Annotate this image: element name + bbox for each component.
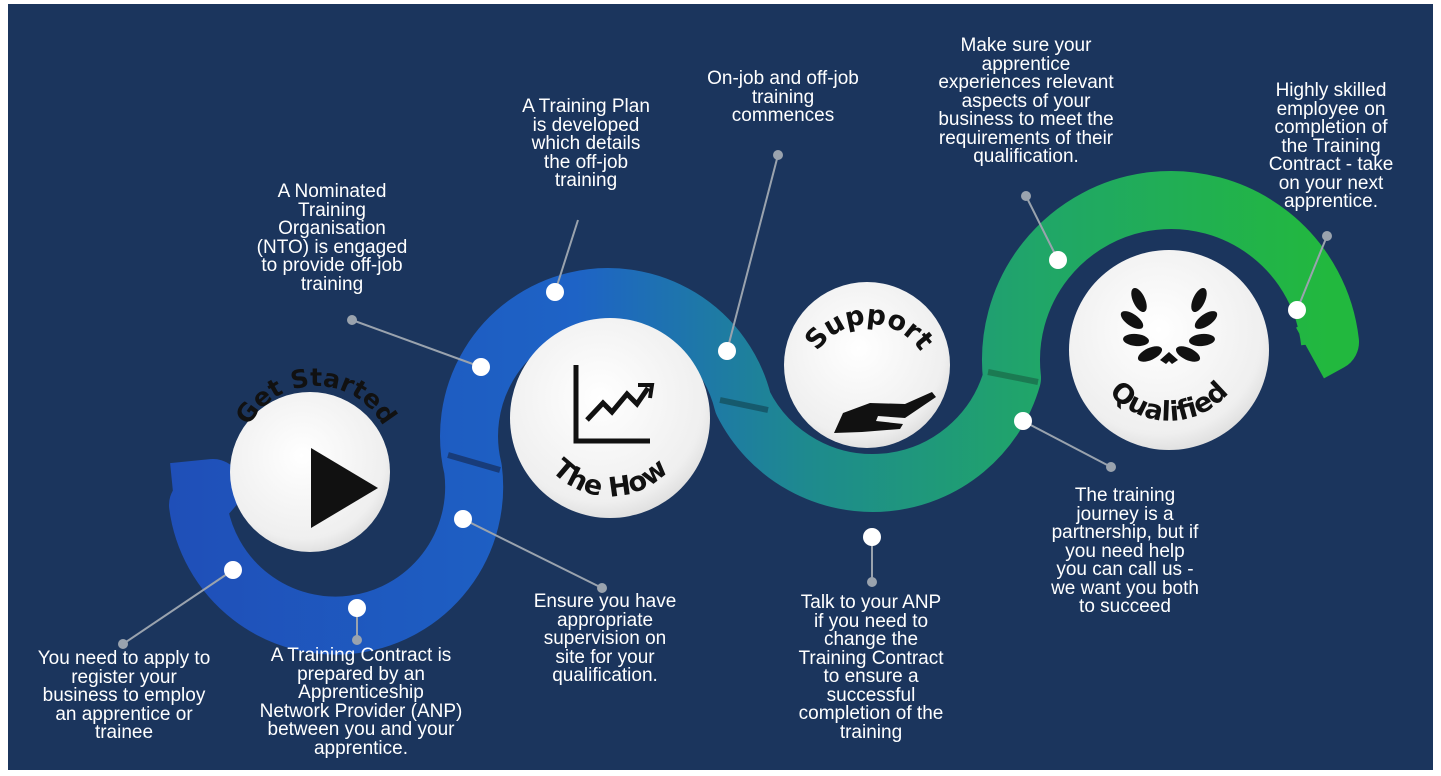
marker-partnership xyxy=(1014,412,1032,430)
stage-qualified: Qualified xyxy=(1069,250,1269,450)
step-markers xyxy=(224,251,1306,617)
marker-plan xyxy=(546,283,564,301)
stage-support: Support xyxy=(784,282,950,448)
ribbon-fold xyxy=(987,369,1039,385)
step-text-partnership: The training journey is a partnership, b… xyxy=(1051,485,1199,617)
step-text-apply: You need to apply to register your busin… xyxy=(37,648,211,743)
marker-commences xyxy=(718,342,736,360)
laurel-wreath-icon xyxy=(1120,287,1218,364)
ribbon-fold xyxy=(719,397,769,413)
marker-nto xyxy=(472,358,490,376)
ribbon-fold xyxy=(447,452,501,473)
marker-apply xyxy=(224,561,242,579)
step-text-commences: On-job and off-job training commences xyxy=(707,68,859,126)
journey-ribbon xyxy=(169,171,1359,655)
step-text-contract: A Training Contract is prepared by an Ap… xyxy=(259,645,463,759)
marker-contract xyxy=(348,599,366,617)
marker-supervision xyxy=(454,510,472,528)
step-text-nto: A Nominated Training Organisation (NTO) … xyxy=(256,181,408,295)
marker-experiences xyxy=(1049,251,1067,269)
marker-skilled xyxy=(1288,301,1306,319)
marker-talk xyxy=(863,528,881,546)
step-text-plan: A Training Plan is developed which detai… xyxy=(522,96,650,191)
step-text-experiences: Make sure your apprentice experiences re… xyxy=(938,35,1114,167)
step-text-skilled: Highly skilled employee on completion of… xyxy=(1268,80,1394,212)
play-icon xyxy=(311,448,378,528)
growth-chart-icon xyxy=(573,365,655,444)
stage-get-started: Get Started xyxy=(230,363,402,552)
step-text-supervision: Ensure you have appropriate supervision … xyxy=(533,591,677,686)
step-text-talk: Talk to your ANP if you need to change t… xyxy=(798,592,944,743)
open-hand-icon xyxy=(834,392,936,433)
stage-the-how: The How xyxy=(510,318,710,518)
